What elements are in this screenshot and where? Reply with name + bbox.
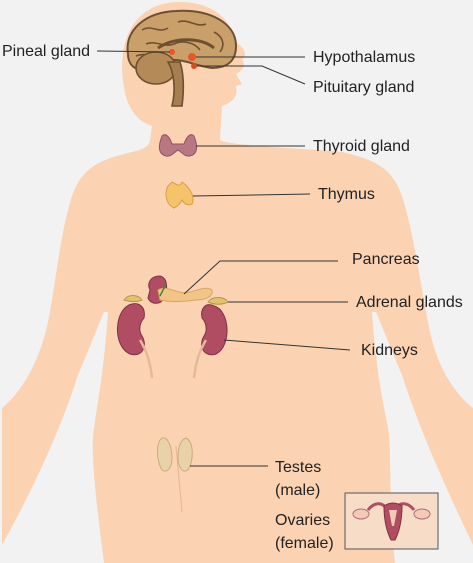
label-pancreas: Pancreas [352, 251, 420, 268]
label-ovaries: Ovaries [275, 512, 330, 529]
brain-icon [126, 9, 238, 107]
right-testis [177, 437, 193, 472]
label-thyroid-gland: Thyroid gland [313, 138, 410, 155]
left-ureter [192, 339, 208, 379]
thymus-leader [192, 193, 311, 197]
pituitary-leader [197, 65, 306, 85]
leader-lines [96, 50, 351, 467]
pineal-gland-dot [169, 49, 175, 55]
thymus-icon [165, 181, 194, 209]
right-adrenal-gland [123, 295, 143, 302]
label-hypothalamus: Hypothalamus [313, 49, 415, 66]
label-adrenal-glands: Adrenal glands [356, 294, 463, 311]
ovaries-inset [344, 492, 439, 550]
thyroid-lobes [158, 134, 198, 157]
bile-duct [159, 283, 167, 297]
brain-folds [135, 20, 224, 57]
right-ovary [413, 508, 431, 520]
pineal-leader [96, 50, 171, 53]
label-ovaries-female: (female) [275, 535, 334, 552]
pituitary-gland-dot [191, 63, 197, 69]
uterus-cavity [389, 510, 397, 526]
labels: Pineal gland Hypothalamus Pituitary glan… [2, 43, 463, 552]
thyroid-icon [158, 134, 198, 157]
hypothalamus-dot [188, 53, 196, 61]
pancreas-leader [183, 260, 338, 295]
pancreas-icon [157, 287, 213, 302]
abdominal-organs [117, 275, 229, 379]
label-thymus: Thymus [318, 186, 375, 203]
thymus-lobes [165, 181, 194, 209]
left-testis [157, 437, 173, 472]
groin-line [175, 445, 183, 513]
kidneys-leader [223, 339, 351, 351]
right-kidney-icon [117, 303, 145, 356]
left-kidney-icon [201, 304, 228, 356]
left-ovary [352, 508, 370, 520]
label-pituitary-gland: Pituitary gland [313, 79, 414, 96]
brain-stem [166, 61, 185, 107]
right-ureter [138, 339, 154, 379]
corpus-callosum [157, 38, 215, 50]
testes-icon [157, 437, 193, 472]
label-testes-male: (male) [275, 482, 320, 499]
label-kidneys: Kidneys [361, 342, 418, 359]
label-testes: Testes [275, 459, 321, 476]
uterus-icon [352, 502, 431, 541]
label-pineal-gland: Pineal gland [2, 43, 90, 60]
